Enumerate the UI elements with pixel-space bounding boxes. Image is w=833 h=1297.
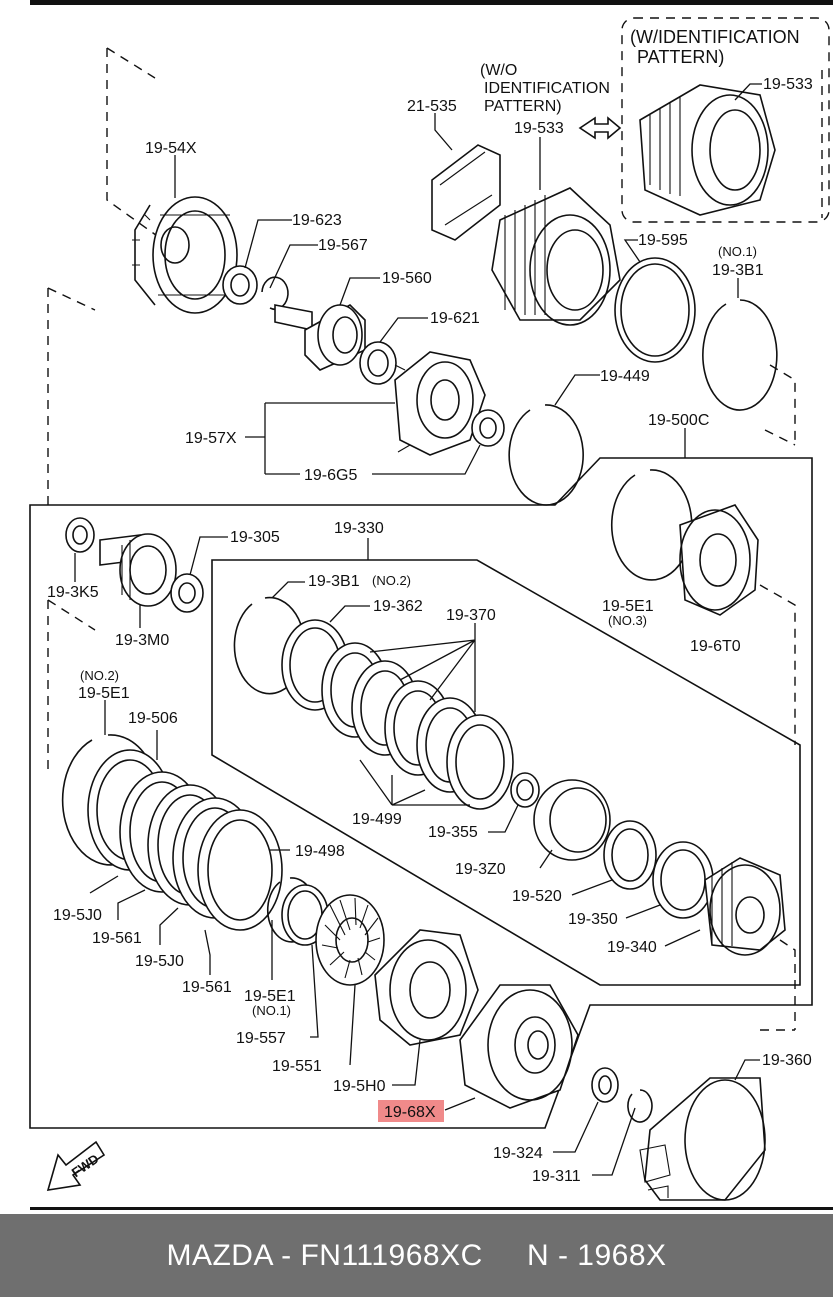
label-19-340: 19-340 <box>607 939 657 956</box>
label-19-567: 19-567 <box>318 237 368 254</box>
washer-19-305 <box>170 573 204 613</box>
label-19-5H0: 19-5H0 <box>333 1078 386 1095</box>
label-19-324: 19-324 <box>493 1145 543 1162</box>
label-19-5E1-no3: 19-5E1 <box>602 598 654 615</box>
label-wo-line2: IDENTIFICATION <box>484 80 610 97</box>
piston-19-3Z0 <box>533 779 611 861</box>
label-19-533-wo: 19-533 <box>514 120 564 137</box>
lower-assembly-frame <box>29 457 813 1129</box>
label-19-362: 19-362 <box>373 598 423 615</box>
spring-19-551 <box>315 894 385 986</box>
label-19-623: 19-623 <box>292 212 342 229</box>
label-19-6G5: 19-6G5 <box>304 467 357 484</box>
label-19-557: 19-557 <box>236 1030 286 1047</box>
leader-lines <box>74 83 762 1176</box>
label-19-360: 19-360 <box>762 1052 812 1069</box>
footer-part-number: MAZDA - FN111968XC N - 1968X <box>166 1238 667 1272</box>
label-19-499: 19-499 <box>352 811 402 828</box>
label-19-3Z0: 19-3Z0 <box>455 861 506 878</box>
label-19-370: 19-370 <box>446 607 496 624</box>
gear-19-3M0 <box>99 533 177 607</box>
highlight-19-68X <box>378 1100 444 1122</box>
top-border <box>30 0 833 5</box>
fwd-arrow <box>46 1140 106 1191</box>
label-no2-a: (NO.2) <box>372 573 411 588</box>
label-19-5E1-no1: 19-5E1 <box>244 988 296 1005</box>
washer-19-623 <box>222 265 258 305</box>
label-19-5J0-a: 19-5J0 <box>53 907 102 924</box>
label-19-498: 19-498 <box>295 843 345 860</box>
seal-19-520 <box>603 820 657 890</box>
washer-19-3K5 <box>65 517 95 553</box>
piston-19-5H0 <box>374 929 479 1046</box>
ring-19-595 <box>614 257 696 363</box>
label-19-5E1-no2: 19-5E1 <box>78 685 130 702</box>
washer-19-324 <box>591 1067 619 1103</box>
bottom-border <box>30 1207 833 1210</box>
plate-21-535 <box>431 144 501 241</box>
exploded-parts-diagram: 19-54X 19-623 19-567 19-560 19-621 19-57… <box>29 17 830 1201</box>
label-wo-line3: PATTERN) <box>484 98 562 115</box>
label-21-535: 21-535 <box>407 98 457 115</box>
label-19-595: 19-595 <box>638 232 688 249</box>
washer-19-355 <box>510 772 540 808</box>
label-19-621: 19-621 <box>430 310 480 327</box>
footer-bar: MAZDA - FN111968XC N - 1968X <box>0 1214 833 1297</box>
label-w-line2: PATTERN) <box>637 47 724 67</box>
drum-19-340 <box>704 857 786 956</box>
snap-ring-19-311 <box>627 1089 653 1123</box>
label-w-line1: (W/IDENTIFICATION <box>630 27 800 47</box>
sun-gear-19-57X <box>394 351 486 456</box>
label-19-350: 19-350 <box>568 911 618 928</box>
label-19-3K5: 19-3K5 <box>47 584 99 601</box>
label-19-330: 19-330 <box>334 520 384 537</box>
label-no1-b: (NO.1) <box>252 1003 291 1018</box>
clutch-subassembly-frame <box>211 559 801 986</box>
drum-19-533-w <box>639 84 776 216</box>
snap-ring-19-5E1-no3 <box>610 469 693 581</box>
washer-19-621 <box>359 341 397 385</box>
label-wo-line1: (W/O <box>480 62 517 79</box>
part-labels: 19-54X 19-623 19-567 19-560 19-621 19-57… <box>47 27 813 1185</box>
interchange-arrow <box>578 116 622 140</box>
label-no1-a: (NO.1) <box>718 244 757 259</box>
label-19-68X: 19-68X <box>384 1104 436 1121</box>
label-19-3M0: 19-3M0 <box>115 632 169 649</box>
label-19-305: 19-305 <box>230 529 280 546</box>
band-19-360 <box>639 1077 766 1201</box>
label-19-551: 19-551 <box>272 1058 322 1075</box>
label-19-3B1-no2: 19-3B1 <box>308 573 360 590</box>
label-19-533-w: 19-533 <box>763 76 813 93</box>
label-no3: (NO.3) <box>608 613 647 628</box>
label-19-560: 19-560 <box>382 270 432 287</box>
identification-pattern-box <box>621 17 830 223</box>
label-19-355: 19-355 <box>428 824 478 841</box>
label-19-311: 19-311 <box>532 1168 581 1185</box>
label-19-506: 19-506 <box>128 710 178 727</box>
label-19-561-b: 19-561 <box>182 979 232 996</box>
dashed-guides <box>47 47 823 1031</box>
snap-ring-19-3B1-no1 <box>702 299 778 411</box>
label-19-520: 19-520 <box>512 888 562 905</box>
drum-19-533-wo <box>491 187 621 326</box>
planetary-carrier-19-54X <box>132 196 238 314</box>
seal-19-350 <box>652 841 714 919</box>
drum-19-68X <box>459 984 579 1109</box>
label-19-5J0-b: 19-5J0 <box>135 953 184 970</box>
label-19-449: 19-449 <box>600 368 650 385</box>
washer-19-6G5 <box>471 409 505 447</box>
label-19-3B1-no1: 19-3B1 <box>712 262 764 279</box>
hub-19-6T0 <box>679 504 759 616</box>
plates-19-5J0-19-561 <box>119 771 283 931</box>
clutch-discs-19-370-19-499 <box>321 642 514 810</box>
snap-ring-19-3B1-no2 <box>233 596 306 695</box>
label-19-54X: 19-54X <box>145 140 197 157</box>
label-no2-b: (NO.2) <box>80 668 119 683</box>
label-19-561-a: 19-561 <box>92 930 142 947</box>
shaft-19-560 <box>274 304 366 371</box>
label-19-6T0: 19-6T0 <box>690 638 741 655</box>
label-19-57X: 19-57X <box>185 430 237 447</box>
label-19-500C: 19-500C <box>648 412 709 429</box>
snap-ring-19-449 <box>508 404 584 506</box>
